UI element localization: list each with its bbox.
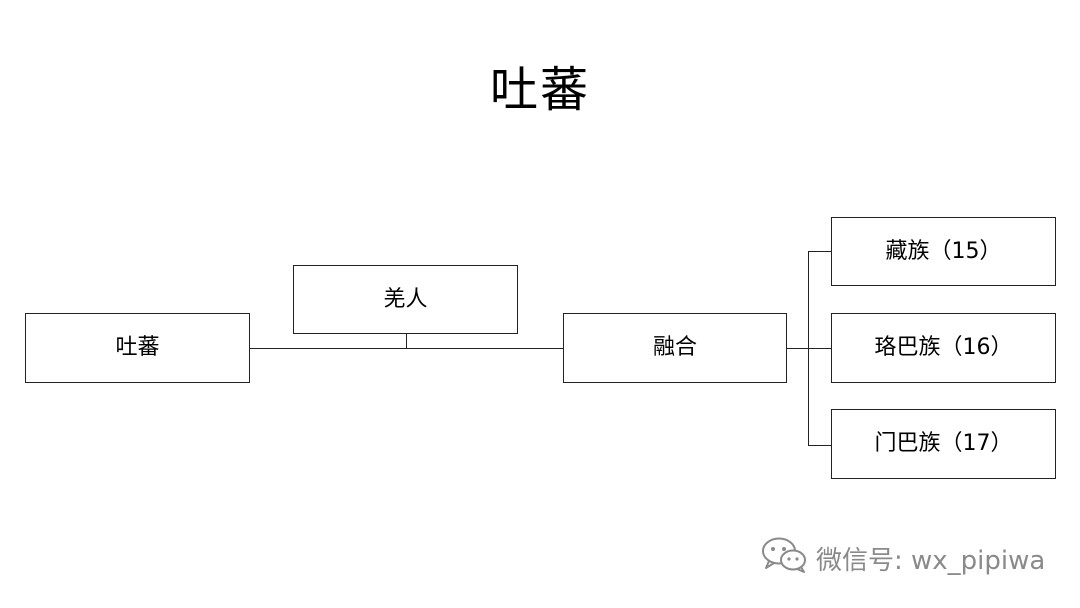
node-zang: 藏族（15） — [831, 217, 1056, 286]
connector-branch-zang — [808, 251, 832, 252]
connector-ronghe-branch — [786, 348, 809, 349]
node-tubo: 吐蕃 — [25, 313, 250, 383]
connector-branch-luoba — [808, 348, 832, 349]
node-ronghe: 融合 — [563, 313, 787, 383]
connector-tubo-ronghe — [249, 348, 564, 349]
connector-branch-menba — [808, 445, 832, 446]
node-menba: 门巴族（17） — [831, 409, 1056, 479]
connector-qiang-stem — [406, 333, 407, 348]
wechat-icon — [760, 535, 816, 582]
node-luoba: 珞巴族（16） — [831, 313, 1056, 383]
diagram-title: 吐蕃 — [489, 62, 590, 118]
node-qiang: 羌人 — [293, 265, 518, 334]
watermark-text: 微信号: wx_pipiwa — [816, 545, 1046, 576]
watermark: 微信号: wx_pipiwa — [760, 536, 1045, 580]
